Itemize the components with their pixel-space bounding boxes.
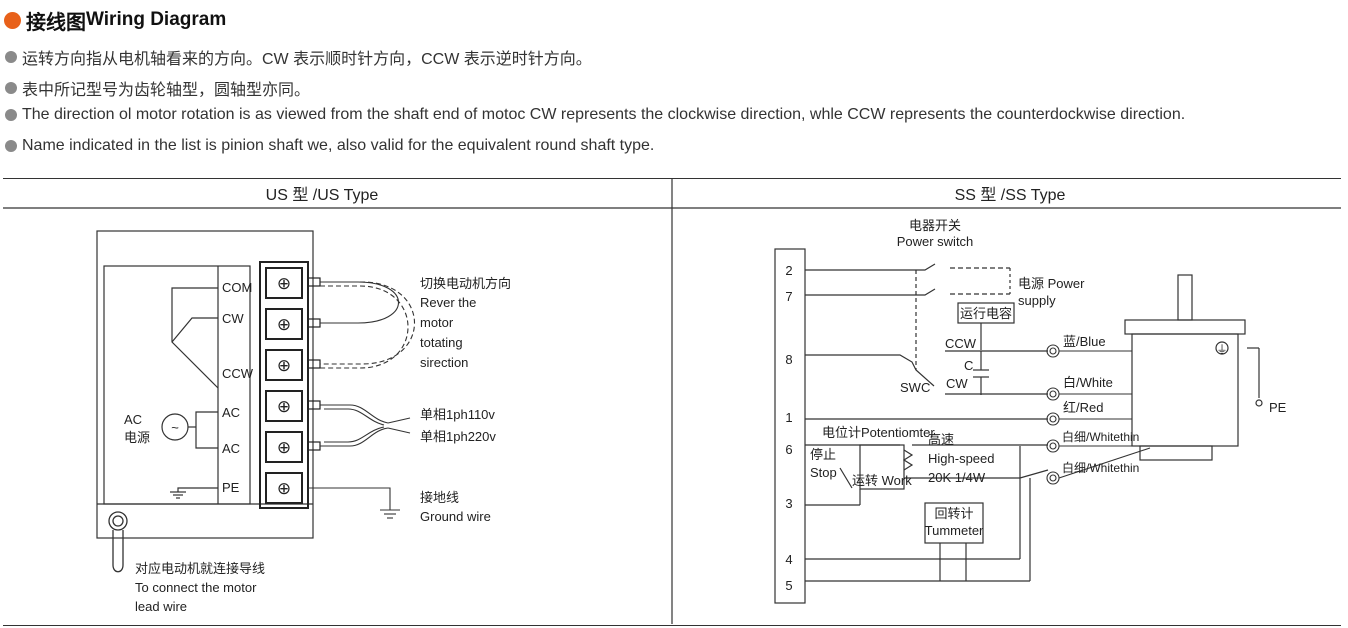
screw-icon: ⊕ bbox=[277, 479, 291, 498]
terminal-ccw: CCW bbox=[222, 366, 254, 381]
terminal-cw: CW bbox=[222, 311, 244, 326]
stop-en: Stop bbox=[810, 465, 837, 480]
screw-icon: ⊕ bbox=[277, 397, 291, 416]
pin-8-label: 8 bbox=[785, 352, 792, 367]
work-label: 运转 Work bbox=[852, 473, 912, 488]
pin-2-label: 2 bbox=[785, 263, 792, 278]
ss-type-heading: SS 型 /SS Type bbox=[955, 186, 1066, 204]
lead-note-cn: 对应电动机就连接导线 bbox=[135, 561, 265, 576]
power-note-110v: 单相1ph110v bbox=[420, 407, 495, 422]
ac-power-label: 电源 bbox=[124, 430, 150, 445]
reverse-note-1: Rever the bbox=[420, 295, 476, 310]
bullet-icon bbox=[5, 109, 17, 121]
bullet-icon bbox=[5, 82, 17, 94]
wire-whitethin-label-1: 白细/Whitethin bbox=[1062, 429, 1139, 444]
high-speed-cn: 高速 bbox=[928, 432, 954, 447]
power-note-220v: 单相1ph220v bbox=[420, 429, 496, 444]
pin-7-label: 7 bbox=[785, 289, 792, 304]
us-terminal-block bbox=[259, 261, 321, 509]
power-leads bbox=[320, 404, 411, 447]
terminal-ac-1: AC bbox=[222, 405, 240, 420]
note-4: Name indicated in the list is pinion sha… bbox=[5, 137, 654, 155]
power-supply-label: 电源 Power bbox=[1018, 276, 1085, 291]
bullet-icon bbox=[5, 140, 17, 152]
terminal-pe: PE bbox=[222, 480, 240, 495]
section-title-en: Wiring Diagram bbox=[86, 9, 227, 30]
high-speed-en: High-speed bbox=[928, 451, 995, 466]
pin-1-label: 1 bbox=[785, 410, 792, 425]
pin-6-label: 6 bbox=[785, 442, 792, 457]
potentiometer-label: 电位计Potentiomter bbox=[822, 425, 935, 440]
pe-label: PE bbox=[1269, 400, 1287, 415]
power-supply-label-2: supply bbox=[1018, 293, 1056, 308]
note-3: The direction ol motor rotation is as vi… bbox=[5, 106, 1185, 124]
capacitor-c-label: C bbox=[964, 358, 973, 373]
screw-icon: ⊕ bbox=[277, 315, 291, 334]
ground-note-cn: 接地线 bbox=[420, 490, 459, 505]
motor-ground-icon: ⏚ bbox=[1217, 343, 1228, 356]
screw-icon: ⊕ bbox=[277, 356, 291, 375]
us-type-heading: US 型 /US Type bbox=[266, 186, 379, 204]
ccw-label: CCW bbox=[945, 336, 977, 351]
pin-3-label: 3 bbox=[785, 496, 792, 511]
reverse-note-cn: 切换电动机方向 bbox=[420, 276, 511, 291]
orange-dot-icon bbox=[4, 11, 21, 29]
stop-cn: 停止 bbox=[810, 447, 836, 462]
swc-label: SWC bbox=[900, 380, 930, 395]
note-2: 表中所记型号为齿轮轴型，圆轴型亦同。 bbox=[5, 76, 310, 100]
section-header: 接线图 Wiring Diagram bbox=[4, 6, 226, 34]
tummeter-cn: 回转计 bbox=[934, 506, 973, 521]
motor-lead-rings bbox=[1046, 344, 1151, 485]
terminal-com: COM bbox=[222, 280, 252, 295]
reverse-jumper-wires bbox=[320, 281, 415, 369]
section-title-cn: 接线图 bbox=[26, 9, 86, 34]
note-1: 运转方向指从电机轴看来的方向。CW 表示顺时针方向，CCW 表示逆时针方向。 bbox=[5, 45, 592, 69]
screw-icon: ⊕ bbox=[277, 274, 291, 293]
reverse-note-4: sirection bbox=[420, 355, 468, 370]
ground-note-en: Ground wire bbox=[420, 509, 491, 524]
pin-5-label: 5 bbox=[785, 578, 792, 593]
ground-wire bbox=[308, 487, 400, 519]
cw-label: CW bbox=[946, 376, 968, 391]
ss-controller bbox=[774, 248, 1049, 604]
run-capacitor-label: 运行电容 bbox=[960, 306, 1012, 321]
terminal-ac-2: AC bbox=[222, 441, 240, 456]
power-switch-cn: 电器开关 bbox=[909, 218, 961, 233]
wire-whitethin-label-2: 白细/Whitethin bbox=[1062, 460, 1139, 475]
reverse-note-3: totating bbox=[420, 335, 463, 350]
motor-icon bbox=[1124, 274, 1263, 461]
high-speed-spec: 20K 1/4W bbox=[928, 470, 986, 485]
lead-note-en-2: lead wire bbox=[135, 599, 187, 614]
wire-red-label: 红/Red bbox=[1063, 400, 1103, 415]
lead-wire-ring-icon bbox=[108, 511, 128, 573]
reverse-note-2: motor bbox=[420, 315, 454, 330]
us-controller bbox=[96, 230, 314, 539]
wire-blue-label: 蓝/Blue bbox=[1063, 334, 1106, 349]
power-switch-en: Power switch bbox=[897, 234, 974, 249]
ac-label: AC bbox=[124, 412, 142, 427]
ac-symbol-icon: ~ bbox=[171, 420, 179, 435]
tummeter-en: Tummeter bbox=[925, 523, 984, 538]
bullet-icon bbox=[5, 51, 17, 63]
lead-note-en-1: To connect the motor bbox=[135, 580, 257, 595]
pin-4-label: 4 bbox=[785, 552, 792, 567]
wire-white-label: 白/White bbox=[1063, 375, 1113, 390]
screw-icon: ⊕ bbox=[277, 438, 291, 457]
